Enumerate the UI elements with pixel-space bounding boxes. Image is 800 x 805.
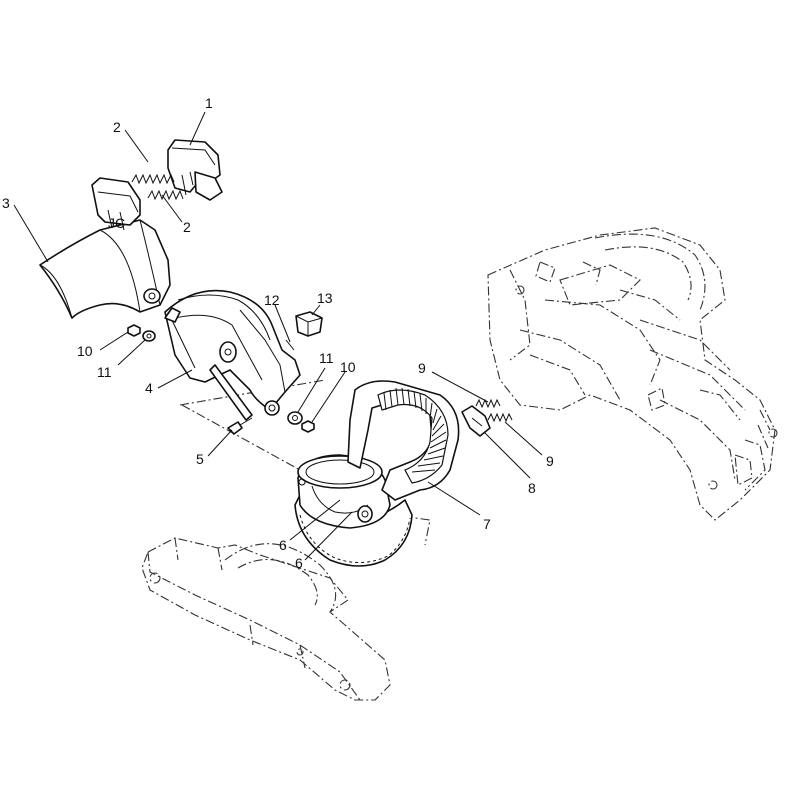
callout-3: 3: [2, 195, 10, 211]
callout-11-left: 11: [97, 364, 112, 380]
callout-labels: 1 2 2 3 4 5 6 6 7 8 9 9 10 10 11 11 12 1…: [2, 95, 554, 571]
grip-ribs: [383, 387, 447, 473]
callout-11-right: 11: [319, 350, 334, 366]
crank-handle-ring-gear: [294, 380, 460, 567]
chute-base-phantom: [141, 537, 391, 701]
callout-10-right: 10: [340, 359, 356, 375]
callout-7: 7: [483, 516, 491, 532]
leader-lines: [13, 111, 543, 561]
callout-9-upper: 9: [418, 360, 426, 376]
callout-2-bottom: 2: [183, 219, 191, 235]
callout-6-lower: 6: [295, 555, 303, 571]
callout-2-top: 2: [113, 119, 121, 135]
chute-part: [39, 219, 171, 319]
callout-10-left: 10: [77, 343, 93, 359]
callout-1: 1: [205, 95, 213, 111]
callout-4: 4: [145, 380, 153, 396]
springs: [131, 173, 184, 201]
svg-text:JC: JC: [108, 215, 125, 231]
callout-12: 12: [264, 292, 280, 308]
auger-housing-phantom: [487, 227, 778, 521]
callout-9-lower: 9: [546, 453, 554, 469]
deflector-bracket: [164, 289, 301, 421]
callout-5: 5: [196, 451, 204, 467]
callout-13: 13: [317, 290, 333, 306]
chute-lever-assembly: JC: [91, 139, 223, 231]
callout-8: 8: [528, 480, 536, 496]
callout-6-upper: 6: [279, 537, 287, 553]
